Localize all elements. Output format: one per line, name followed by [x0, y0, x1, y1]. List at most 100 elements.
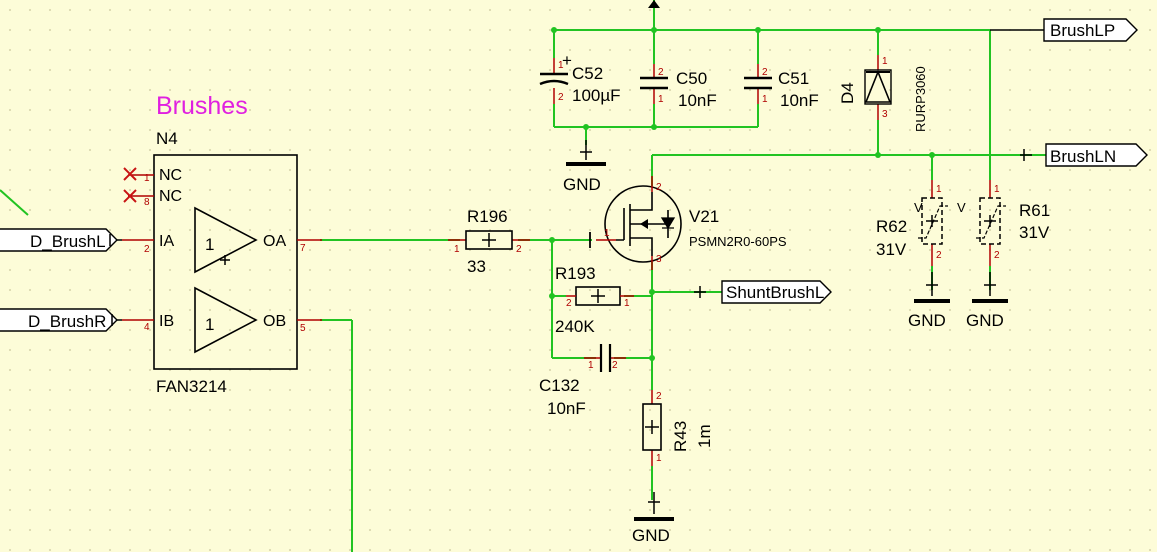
pin-number: 7 [300, 243, 306, 254]
pin-number: 2 [656, 182, 662, 193]
ic-part: FAN3214 [156, 377, 227, 396]
component-value: 31V [1019, 223, 1050, 242]
component-value: 240K [555, 317, 595, 336]
component-designator: R196 [467, 207, 508, 226]
power-arrow-icon [648, 0, 660, 8]
component-designator: R62 [876, 217, 907, 236]
component-designator: R43 [671, 421, 690, 452]
port-label: BrushLN [1050, 147, 1116, 166]
component-designator: R193 [555, 264, 596, 283]
pin-number: 2 [656, 391, 662, 402]
pin-number: 3 [882, 109, 888, 120]
component-designator: V21 [689, 207, 719, 226]
ic-n4[interactable]: N4 FAN3214 1 8 NC NC 2 4 IA IB 7 5 OA OB… [122, 129, 322, 396]
capacitor-c132[interactable]: 1 2 C132 10nF [539, 344, 626, 418]
resistor-r193[interactable]: 2 1 R193 240K [555, 264, 634, 336]
gnd-symbol: GND [632, 492, 674, 545]
no-connect-icon [123, 167, 137, 181]
gate-a-label: 1 [205, 235, 214, 254]
gate-b-label: 1 [205, 315, 214, 334]
component-designator: D4 [838, 82, 857, 104]
pin-number: 1 [936, 184, 942, 195]
pin-number: 1 [658, 94, 664, 105]
port-label: ShuntBrushL [726, 283, 824, 302]
pin-name-ib: IB [159, 313, 174, 330]
capacitor-c50[interactable]: 2 1 C50 10nF [640, 64, 717, 110]
pin-number: 2 [144, 244, 150, 255]
component-value: 33 [467, 257, 486, 276]
gnd-symbol: GND [563, 140, 606, 194]
capacitor-c52[interactable]: 1 2 + C52 100µF [539, 51, 621, 105]
buffer-gate-b-icon [194, 286, 258, 354]
pin-number: 1 [656, 453, 662, 464]
pin-number: 1 [454, 244, 460, 255]
component-designator: C132 [539, 376, 580, 395]
pin-name-ia: IA [159, 233, 174, 250]
varistor-mark: V [914, 200, 923, 215]
port-brush-lp[interactable]: BrushLP [1043, 18, 1138, 42]
pin-name-ob: OB [263, 313, 286, 330]
gnd-symbol: GND [908, 272, 950, 330]
pin-number: 1 [624, 298, 630, 309]
pin-number: 1 [604, 228, 610, 239]
varistor-r61[interactable]: V 1 2 R61 31V [957, 180, 1050, 266]
component-part: RURP3060 [913, 66, 928, 132]
gnd-label: GND [908, 311, 946, 330]
mosfet-v21[interactable]: 2 1 3 V21 PSMN2R0-60PS [589, 176, 787, 270]
varistor-r62[interactable]: V 1 2 R62 31V [876, 180, 948, 266]
pin-number: 4 [144, 322, 150, 333]
pin-number: 2 [762, 67, 768, 78]
pin-number: 2 [558, 92, 564, 103]
port-d-brush-r[interactable]: D_BrushR [0, 308, 122, 332]
port-label: D_BrushL [30, 232, 106, 251]
pin-number: 3 [656, 254, 662, 265]
pin-number: 2 [516, 244, 522, 255]
component-value: 10nF [678, 91, 717, 110]
polarity-mark: + [562, 51, 572, 70]
gnd-label: GND [563, 175, 601, 194]
pin-number: 8 [144, 197, 150, 208]
component-designator: R61 [1019, 201, 1050, 220]
component-value: 10nF [547, 399, 586, 418]
port-shunt-brush-l[interactable]: ShuntBrushL [694, 280, 832, 304]
component-part: PSMN2R0-60PS [689, 234, 787, 249]
component-value: 31V [876, 240, 907, 259]
component-designator: C52 [572, 64, 603, 83]
gnd-label: GND [966, 311, 1004, 330]
sheet-title: Brushes [156, 92, 248, 120]
capacitor-c51[interactable]: 2 1 C51 10nF [744, 64, 819, 110]
pin-number: 2 [936, 250, 942, 261]
gnd-label: GND [632, 526, 670, 545]
component-designator: C51 [778, 69, 809, 88]
resistor-r196[interactable]: 1 2 R196 33 [448, 207, 530, 276]
pin-number: 1 [558, 60, 564, 71]
diode-d4[interactable]: 1 3 D4 RURP3060 [838, 55, 928, 132]
component-designator: C50 [676, 69, 707, 88]
pin-number: 1 [994, 184, 1000, 195]
pin-name-nc: NC [159, 167, 182, 184]
pin-number: 2 [612, 360, 618, 371]
port-label: D_BrushR [28, 312, 106, 331]
pin-name-oa: OA [263, 233, 286, 250]
resistor-r43[interactable]: 2 1 R43 1m [642, 390, 714, 466]
pin-number: 1 [144, 173, 150, 184]
pin-number: 2 [994, 250, 1000, 261]
no-connect-icon [123, 189, 137, 203]
ic-designator: N4 [156, 129, 178, 148]
pin-name-nc: NC [159, 188, 182, 205]
pin-number: 5 [300, 323, 306, 334]
junctions [549, 27, 935, 361]
component-value: 10nF [780, 91, 819, 110]
port-d-brush-l[interactable]: D_BrushL [0, 228, 122, 252]
ic-body [153, 154, 298, 370]
varistor-mark: V [957, 200, 966, 215]
pin-number: 1 [588, 360, 594, 371]
pin-number: 1 [882, 56, 888, 67]
pin-number: 2 [658, 67, 664, 78]
pin-number: 2 [566, 298, 572, 309]
port-label: BrushLP [1050, 21, 1115, 40]
port-brush-ln[interactable]: BrushLN [1020, 143, 1148, 167]
gnd-symbol: GND [966, 272, 1008, 330]
pin-number: 1 [762, 94, 768, 105]
